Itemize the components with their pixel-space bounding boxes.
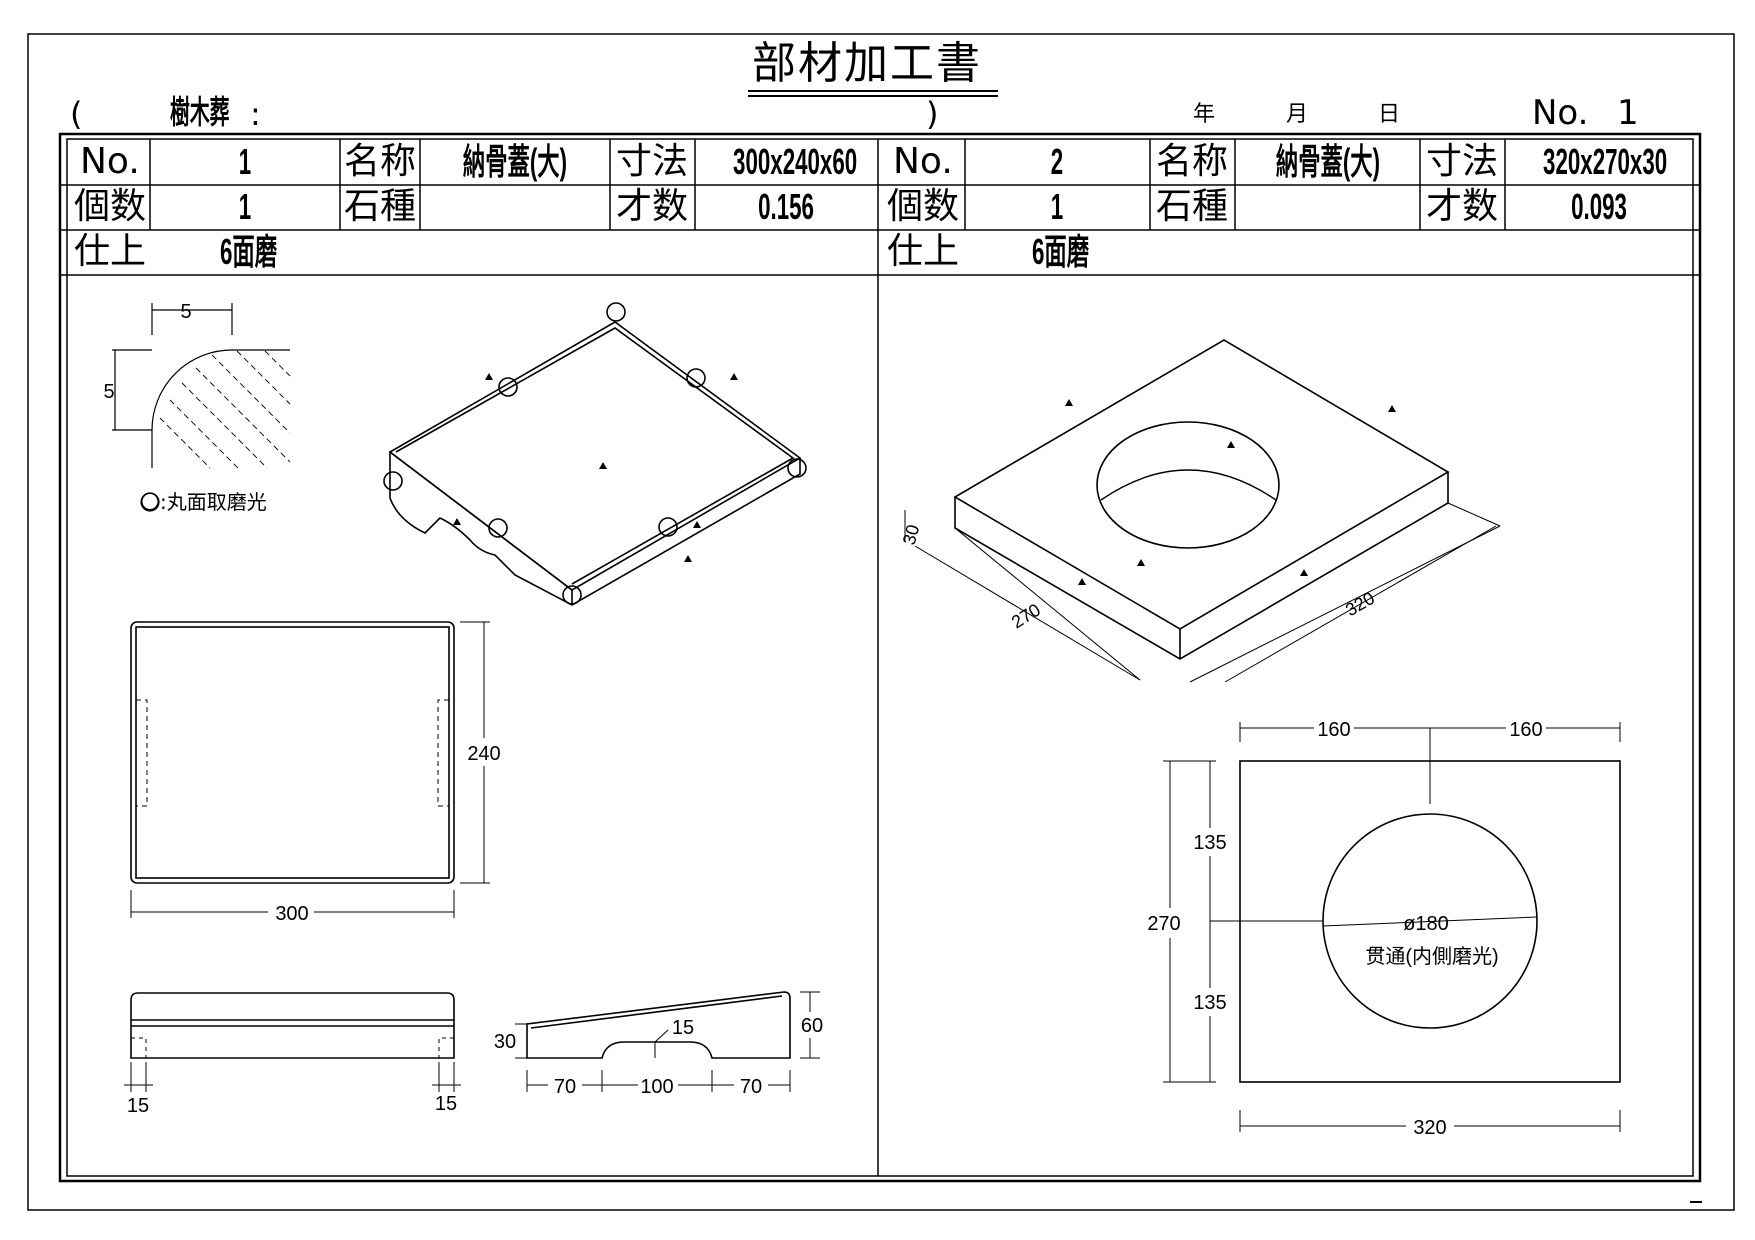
part1-count: 1: [238, 186, 252, 227]
left-total-2: 270: [1147, 913, 1180, 935]
top-right-2: 160: [1509, 719, 1542, 741]
client-close-paren: ): [926, 95, 939, 133]
corner-dim-h: 5: [180, 301, 191, 323]
part2-size: 320x270x30: [1543, 141, 1668, 182]
day-label: 日: [1378, 102, 1401, 127]
label-stone-2: 石種: [1156, 186, 1229, 227]
plan-width-1: 300: [275, 903, 308, 925]
bottom-width-2: 320: [1413, 1117, 1446, 1139]
plan-view-2: [1163, 722, 1621, 1132]
client-name: 樹木葬: [170, 94, 230, 130]
side-seg3-1: 70: [740, 1076, 762, 1098]
side-height-low-1: 30: [494, 1031, 516, 1053]
part1-volume: 0.156: [758, 186, 815, 227]
title-underline-2: [748, 95, 998, 97]
label-finish-2: 仕上: [887, 231, 960, 272]
side-seg2-1: 100: [640, 1076, 673, 1098]
left-lower-2: 135: [1193, 992, 1226, 1014]
finish-marks-1: [453, 373, 738, 562]
label-name-2: 名称: [1156, 141, 1229, 182]
part1-name: 納骨蓋(大): [462, 141, 568, 182]
label-size-1: 寸法: [616, 141, 689, 182]
sheet-no-label: No.: [1532, 93, 1589, 133]
left-upper-2: 135: [1193, 832, 1226, 854]
sheet-title: 部材加工書: [752, 38, 982, 89]
side-height-high-1: 60: [801, 1015, 823, 1037]
plan-view-1: [130, 621, 490, 918]
part2-count: 1: [1051, 186, 1064, 227]
side-seg1-1: 70: [554, 1076, 576, 1098]
iso-height-2: 30: [899, 522, 924, 547]
finish-marks-2: [1065, 399, 1396, 585]
label-count-2: 個数: [887, 186, 960, 227]
sheet-no-value: 1: [1617, 93, 1639, 133]
label-volume-1: 才数: [616, 186, 689, 227]
label-count-1: 個数: [74, 186, 147, 227]
part2-finish: 6面磨: [1032, 231, 1090, 272]
hole-note-2: 贯通(内側磨光): [1365, 945, 1498, 968]
part2-no: 2: [1051, 141, 1064, 182]
part1-no: 1: [238, 141, 252, 182]
label-size-2: 寸法: [1426, 141, 1499, 182]
part1-finish: 6面磨: [220, 231, 278, 272]
plan-depth-1: 240: [467, 743, 500, 765]
label-finish-1: 仕上: [74, 231, 147, 272]
iso-part-1: [383, 302, 807, 606]
part2-volume: 0.093: [1571, 186, 1627, 227]
part2-name: 納骨蓋(大): [1275, 141, 1380, 182]
label-no-1: No.: [80, 141, 140, 182]
iso-part-2: [904, 339, 1501, 683]
corner-detail: [112, 303, 291, 512]
title-underline: [748, 90, 998, 92]
top-left-2: 160: [1317, 719, 1350, 741]
label-stone-1: 石種: [344, 186, 417, 227]
front-left-1: 15: [127, 1095, 149, 1117]
front-view-1: [124, 992, 461, 1092]
label-no-2: No.: [893, 141, 953, 182]
iso-width-2: 320: [1342, 588, 1378, 620]
hole-diameter-2: ø180: [1403, 913, 1449, 935]
year-label: 年: [1193, 102, 1216, 127]
label-volume-2: 才数: [1426, 186, 1499, 227]
notch-radius-1: 15: [672, 1017, 694, 1039]
front-right-1: 15: [435, 1093, 457, 1115]
client-open-paren: (: [70, 95, 83, 133]
part1-size: 300x240x60: [733, 141, 858, 182]
legend-round-edge: 〇:丸面取磨光: [140, 490, 267, 514]
month-label: 月: [1286, 102, 1309, 127]
label-name-1: 名称: [344, 141, 417, 182]
corner-dim-v: 5: [103, 381, 114, 403]
client-colon: :: [250, 95, 261, 133]
